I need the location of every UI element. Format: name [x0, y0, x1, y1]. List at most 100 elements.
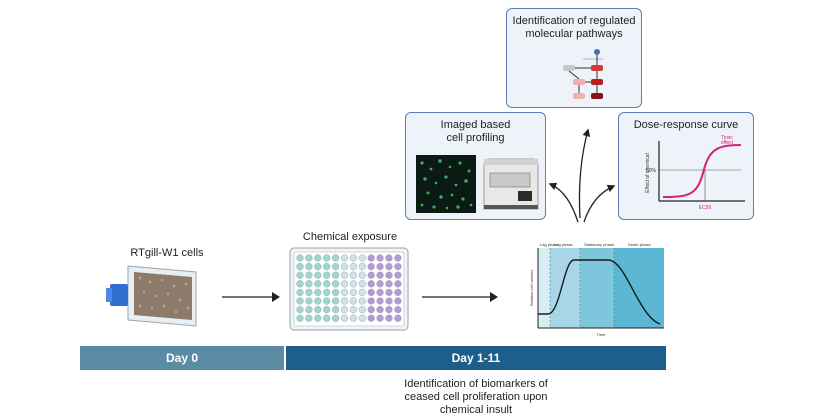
- plate-well: [314, 297, 322, 305]
- plate-well: [358, 297, 366, 305]
- plate-well: [349, 297, 358, 305]
- stationary-phase-region: [580, 248, 614, 328]
- plate-well: [340, 263, 349, 271]
- ec50-label: EC50: [699, 205, 712, 211]
- growth-ylabel: Relative cell number: [529, 269, 534, 306]
- plate-well: [349, 263, 358, 271]
- plate-well: [394, 297, 402, 305]
- plate-well: [349, 271, 358, 279]
- plate-well: [314, 271, 322, 279]
- plate-well: [296, 280, 304, 288]
- plate-well: [314, 288, 322, 297]
- cells-label: RTgill-W1 cells: [130, 247, 204, 259]
- plate-well: [349, 288, 358, 297]
- toxic-effect-label-2: effect: [721, 140, 734, 146]
- plate-well: [385, 288, 393, 297]
- plate-well: [367, 297, 375, 305]
- plate-well: [358, 280, 366, 288]
- death-phase-region: [614, 248, 664, 328]
- plate-well: [305, 263, 313, 271]
- plate-well: [376, 288, 384, 297]
- plate-well: [349, 314, 358, 322]
- plate-well: [331, 254, 340, 262]
- plate-well: [331, 280, 340, 288]
- plate-well: [296, 271, 304, 279]
- dose-response-plot: Effect of chemical 50% Toxic effect EC50: [645, 135, 745, 211]
- plate-well: [340, 280, 349, 288]
- plate-well: [358, 271, 366, 279]
- plate-well: [331, 263, 340, 271]
- plate-well: [394, 271, 402, 279]
- well-plate-icon: [289, 247, 409, 331]
- arrow-plate-to-chart: [422, 292, 498, 302]
- growth-curve-line: [538, 259, 661, 325]
- plate-well: [394, 305, 402, 314]
- plate-well: [305, 254, 313, 262]
- plate-well: [323, 314, 331, 322]
- plate-well: [367, 254, 375, 262]
- growth-xlabel: Time: [597, 332, 607, 337]
- profiling-box: Imaged based cell profiling: [405, 112, 546, 220]
- plate-well: [394, 263, 402, 271]
- plate-well: [349, 254, 358, 262]
- arrow-to-profiling: [548, 182, 579, 223]
- plate-well: [323, 297, 331, 305]
- plate-well: [376, 263, 384, 271]
- dose-response-box: Dose-response curve Effect of chemical 5…: [618, 112, 754, 220]
- growth-curve-chart: Lag phase Log phase Stationary phase Dea…: [529, 242, 664, 337]
- plate-well: [323, 263, 331, 271]
- plate-well: [314, 280, 322, 288]
- plate-well: [331, 305, 340, 314]
- plate-well: [340, 271, 349, 279]
- lag-phase-region: [538, 248, 550, 328]
- plate-well: [394, 314, 402, 322]
- timeline-day1-11-label: Day 1-11: [451, 351, 501, 365]
- plate-well: [358, 288, 366, 297]
- plate-well: [385, 297, 393, 305]
- toxic-effect-label-1: Toxic: [721, 135, 733, 141]
- plate-well: [349, 280, 358, 288]
- plate-well: [340, 297, 349, 305]
- plate-well: [349, 305, 358, 314]
- plate-well: [340, 288, 349, 297]
- plate-well: [367, 305, 375, 314]
- arrow-to-pathways: [578, 128, 591, 219]
- plate-well: [314, 305, 322, 314]
- plate-well: [305, 288, 313, 297]
- dose-tick-50: 50%: [646, 168, 657, 174]
- plate-well: [367, 314, 375, 322]
- plate-well: [385, 305, 393, 314]
- phase-label-stationary: Stationary phase: [584, 242, 615, 247]
- plate-well: [376, 314, 384, 322]
- plate-well: [385, 263, 393, 271]
- phase-label-lag: Lag phase: [540, 242, 559, 247]
- plate-well: [323, 280, 331, 288]
- arrow-flask-to-plate: [222, 292, 280, 302]
- plate-well: [305, 297, 313, 305]
- plate-well: [314, 254, 322, 262]
- plate-well: [376, 280, 384, 288]
- plate-well: [340, 305, 349, 314]
- dose-ylabel: Effect of chemical: [645, 153, 651, 192]
- plate-well: [296, 297, 304, 305]
- plate-well: [385, 280, 393, 288]
- plate-well: [296, 305, 304, 314]
- plate-well: [305, 314, 313, 322]
- plate-well: [296, 288, 304, 297]
- plate-well: [367, 263, 375, 271]
- plate-well: [314, 263, 322, 271]
- plate-well: [314, 314, 322, 322]
- imaging-instrument-icon: [483, 158, 539, 210]
- plate-well: [367, 280, 375, 288]
- plate-well: [394, 254, 402, 262]
- plate-well: [385, 254, 393, 262]
- plate-well: [323, 288, 331, 297]
- plate-well: [394, 280, 402, 288]
- bottom-caption: Identification of biomarkers of ceased c…: [404, 378, 548, 416]
- plate-well: [358, 305, 366, 314]
- phase-label-log: Log phase: [554, 242, 573, 247]
- plate-well: [323, 271, 331, 279]
- plate-well: [323, 254, 331, 262]
- plate-well: [296, 314, 304, 322]
- arrow-to-dose-response: [583, 184, 616, 223]
